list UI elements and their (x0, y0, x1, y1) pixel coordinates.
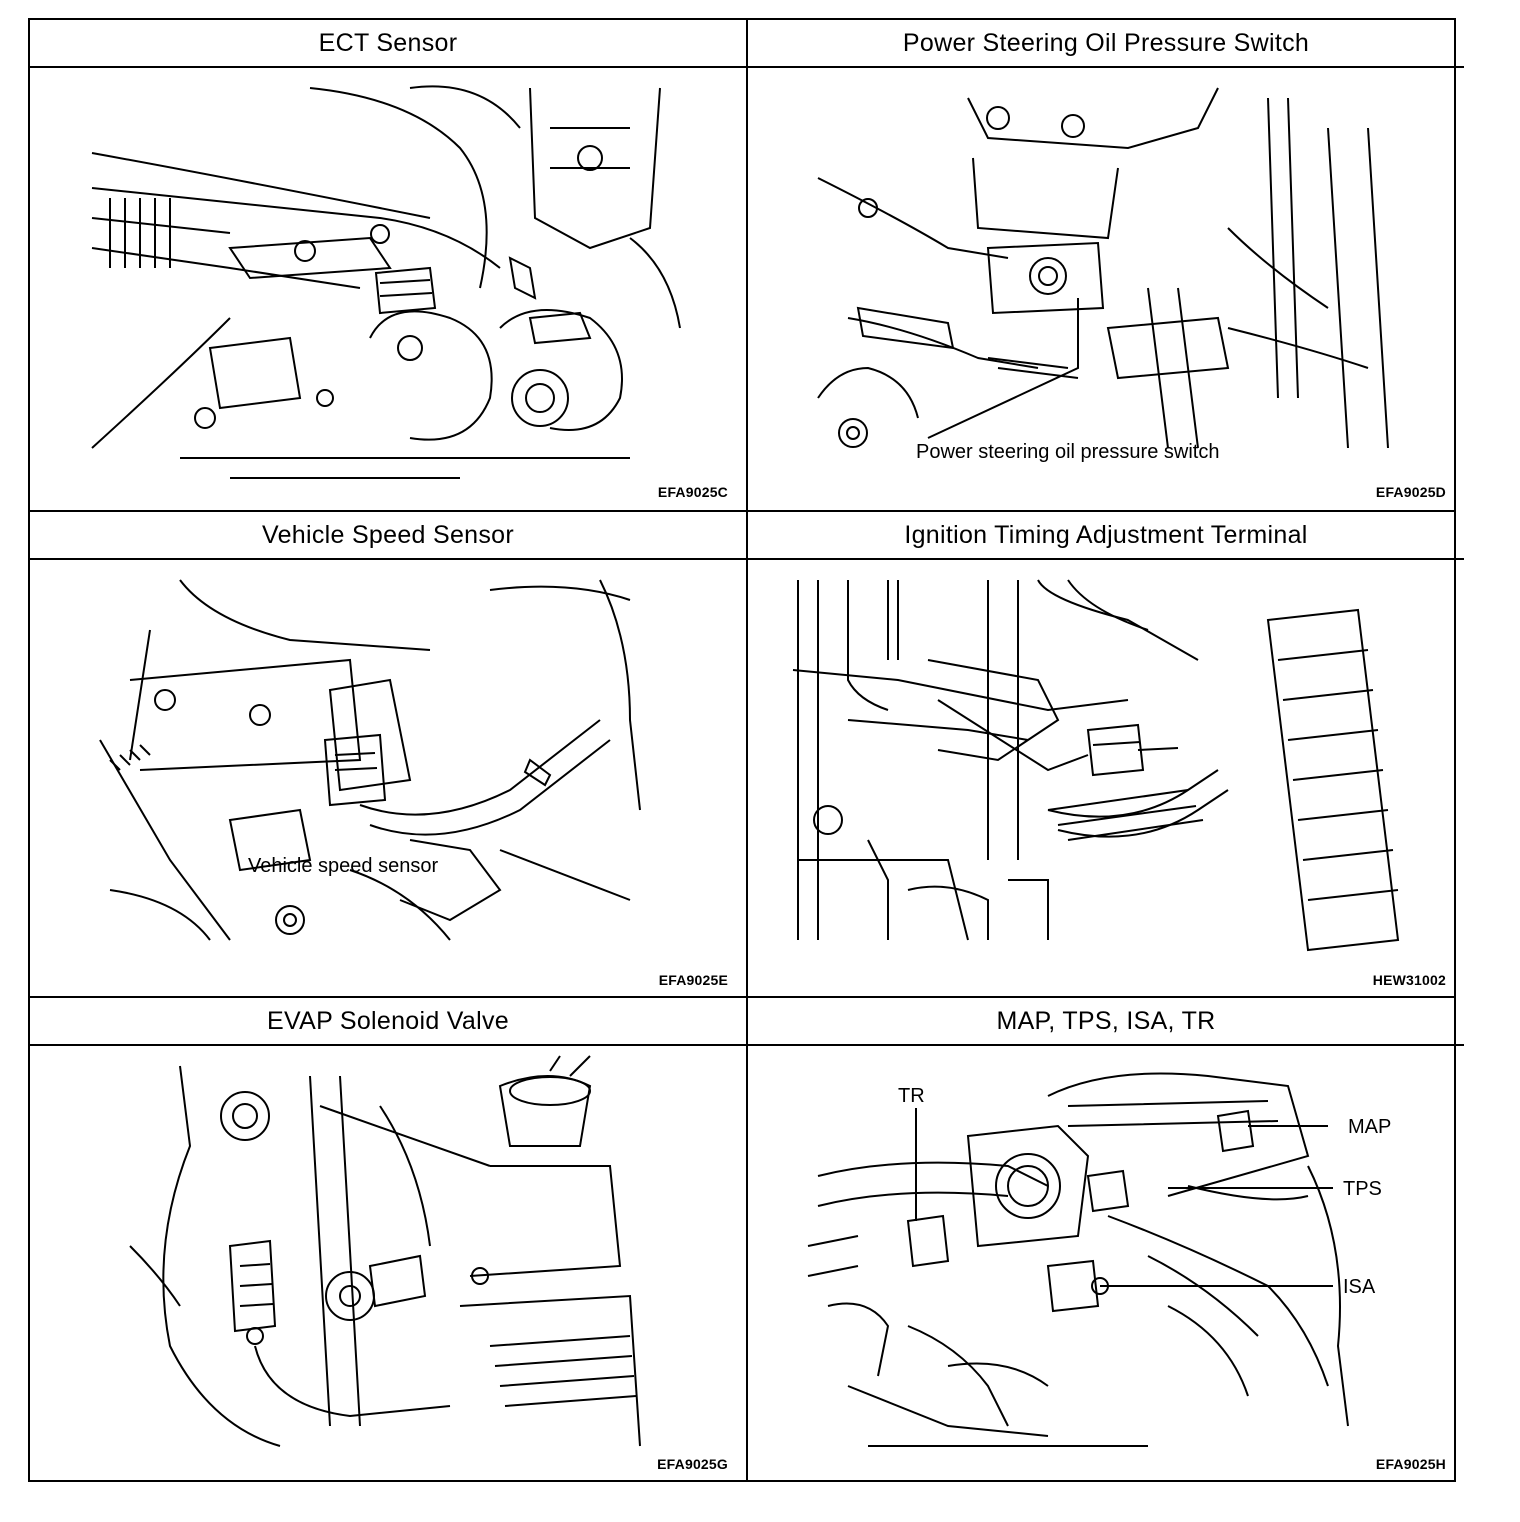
callout-tr: TR (898, 1085, 925, 1107)
panel-evap-solenoid-valve: EVAP Solenoid Valve (30, 998, 746, 1480)
title-divider (748, 66, 1464, 68)
figure-code: HEW31002 (1372, 972, 1446, 988)
title-divider (30, 1044, 746, 1046)
panel-title: Power Steering Oil Pressure Switch (902, 29, 1310, 57)
figure-code: EFA9025D (1375, 484, 1446, 500)
figure-code: EFA9025H (1375, 1456, 1446, 1472)
figure-code: EFA9025G (657, 1456, 728, 1472)
panel-title: Ignition Timing Adjustment Terminal (904, 521, 1308, 549)
vehicle-speed-sensor-illustration: Vehicle speed sensor (30, 560, 746, 996)
title-divider (30, 66, 746, 68)
figure-code: EFA9025E (658, 972, 728, 988)
panel-ect-sensor: ECT Sensor (30, 20, 746, 510)
panel-title: EVAP Solenoid Valve (267, 1007, 509, 1035)
row-divider (30, 996, 1454, 998)
title-divider (748, 1044, 1464, 1046)
callout-map: MAP (1348, 1116, 1391, 1138)
panel-title: ECT Sensor (318, 29, 458, 57)
panel-ignition-timing-terminal: Ignition Timing Adjustment Terminal (748, 512, 1464, 996)
title-divider (748, 558, 1464, 560)
panel-title: MAP, TPS, ISA, TR (996, 1007, 1216, 1035)
callout-label: Vehicle speed sensor (248, 855, 438, 877)
throttle-body-illustration: TR MAP TPS ISA (748, 1046, 1391, 1480)
diagram-sheet: ECT Sensor (28, 18, 1464, 1482)
callout-label: Power steering oil pressure switch (916, 441, 1219, 463)
ignition-timing-illustration (748, 560, 1458, 996)
figure-code: EFA9025C (657, 484, 728, 500)
callout-tps: TPS (1343, 1178, 1382, 1200)
ect-sensor-illustration (30, 68, 746, 510)
title-divider (30, 558, 746, 560)
column-divider (746, 20, 748, 1480)
panel-vehicle-speed-sensor: Vehicle Speed Sensor (30, 512, 746, 996)
panel-map-tps-isa-tr: MAP, TPS, ISA, TR (748, 998, 1464, 1480)
row-divider (30, 510, 1454, 512)
panel-power-steering-switch: Power Steering Oil Pressure Switch (748, 20, 1464, 510)
panel-title: Vehicle Speed Sensor (261, 521, 514, 549)
power-steering-illustration: Power steering oil pressure switch (748, 68, 1458, 463)
callout-isa: ISA (1343, 1276, 1376, 1298)
evap-solenoid-illustration (30, 1046, 746, 1480)
